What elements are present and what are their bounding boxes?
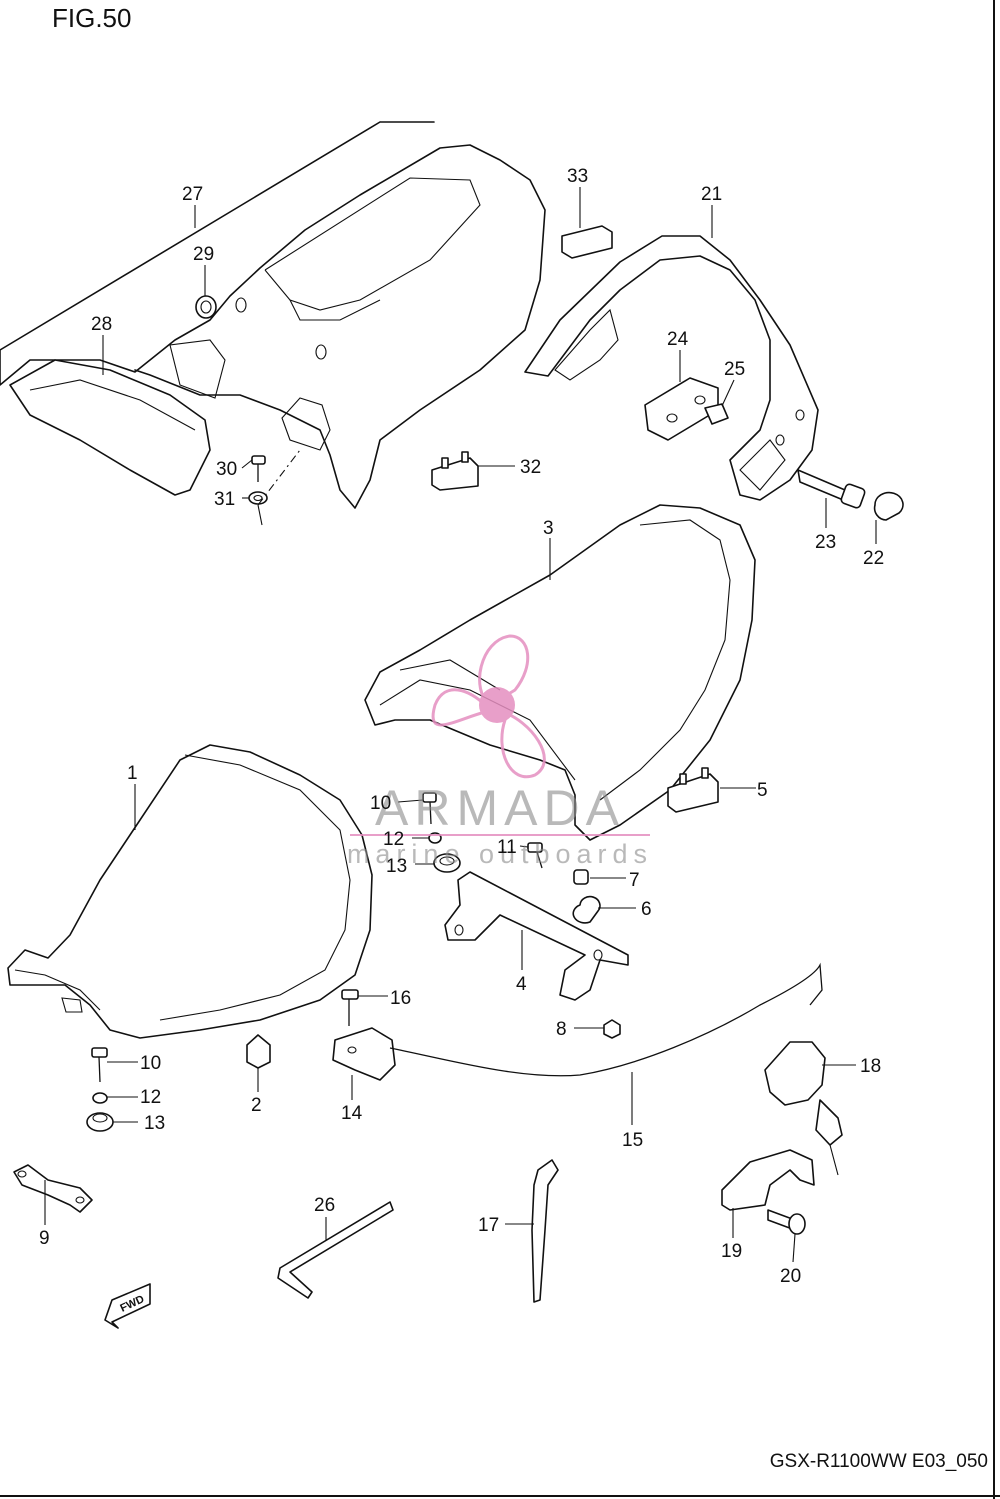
part-11-bolt <box>527 842 543 869</box>
part-15-cable <box>389 962 823 1077</box>
part-10-bolt-upper <box>422 792 437 825</box>
part-33-cushion <box>561 225 613 259</box>
callout-15: 15 <box>622 1130 643 1151</box>
watermark: ARMADA marine outboards <box>347 634 653 869</box>
callout-21: 21 <box>701 184 722 205</box>
callout-numbers: 27 29 28 30 31 32 33 21 24 25 23 22 3 1 … <box>39 166 884 1287</box>
propeller-logo-icon <box>431 634 546 779</box>
callout-14: 14 <box>341 1103 363 1124</box>
part-31-washer <box>248 491 268 505</box>
callout-6: 6 <box>641 899 652 920</box>
part-27-tail-cowl <box>0 121 546 509</box>
assembly-line-31b <box>257 504 263 526</box>
watermark-brand: ARMADA <box>375 780 625 836</box>
callout-16: 16 <box>390 988 411 1009</box>
fwd-arrow-icon: FWD <box>104 1283 151 1329</box>
callout-28: 28 <box>91 314 112 335</box>
callout-25: 25 <box>724 359 745 380</box>
callout-10-lower: 10 <box>140 1053 161 1074</box>
part-18-lock-set <box>764 1041 843 1176</box>
part-10-bolt-lower <box>91 1047 108 1083</box>
callout-9: 9 <box>39 1228 50 1249</box>
callout-17: 17 <box>478 1215 499 1236</box>
part-9-bracket <box>13 1164 93 1213</box>
callout-22: 22 <box>863 548 884 569</box>
part-1-seat <box>7 744 373 1039</box>
callout-30: 30 <box>216 459 237 480</box>
part-21-grab-handle <box>524 235 819 501</box>
part-23-bolt <box>797 469 866 509</box>
part-14-seat-lock <box>332 1027 396 1081</box>
callout-12-upper: 12 <box>383 829 404 850</box>
callout-10-upper: 10 <box>370 793 391 814</box>
part-12-washer-lower <box>92 1092 108 1104</box>
callout-11: 11 <box>497 837 517 858</box>
callout-2: 2 <box>251 1095 262 1116</box>
callout-31: 31 <box>214 489 235 510</box>
callout-7: 7 <box>629 870 640 891</box>
part-2-cushion <box>246 1034 271 1069</box>
callout-23: 23 <box>815 532 836 553</box>
part-28-tail-pad <box>9 359 211 496</box>
part-17-cable-clamp <box>531 1159 559 1303</box>
callout-24: 24 <box>667 329 689 350</box>
figure-title: FIG.50 <box>52 3 131 33</box>
callout-33: 33 <box>567 166 588 187</box>
callout-29: 29 <box>193 244 214 265</box>
assembly-line-31 <box>257 449 301 506</box>
part-7-nut <box>573 869 589 885</box>
callout-4: 4 <box>516 974 527 995</box>
part-6-grommet <box>572 895 601 924</box>
figure-code: GSX-R1100WW E03_050 <box>770 1451 988 1472</box>
callout-12-lower: 12 <box>140 1087 161 1108</box>
part-26-hex-wrench <box>277 1201 394 1299</box>
part-13-collar-upper <box>433 853 461 873</box>
part-16-bolt <box>341 989 359 1026</box>
part-25-spacer <box>704 403 729 425</box>
callout-26: 26 <box>314 1195 335 1216</box>
part-32-cushion <box>431 451 479 491</box>
part-4-bracket <box>444 871 629 1001</box>
callout-32: 32 <box>520 457 541 478</box>
part-30-bolt <box>251 455 266 482</box>
part-5-cushion <box>667 767 719 813</box>
callout-19: 19 <box>721 1241 742 1262</box>
callout-27: 27 <box>182 184 203 205</box>
callout-1: 1 <box>127 763 138 784</box>
callout-13-upper: 13 <box>386 856 407 877</box>
part-22-cap <box>873 491 904 521</box>
callout-20: 20 <box>780 1266 801 1287</box>
part-8-nut <box>603 1019 621 1039</box>
callout-18: 18 <box>860 1056 881 1077</box>
watermark-subtitle: marine outboards <box>347 839 653 869</box>
part-29-grommet <box>195 295 217 319</box>
leader-lines <box>44 187 877 1263</box>
callout-3: 3 <box>543 518 554 539</box>
part-20-bolt <box>767 1209 806 1235</box>
part-13-collar-lower <box>86 1112 114 1132</box>
part-19-bracket <box>721 1149 815 1211</box>
callout-13-lower: 13 <box>144 1113 165 1134</box>
callout-5: 5 <box>757 780 768 801</box>
callout-8: 8 <box>556 1019 567 1040</box>
